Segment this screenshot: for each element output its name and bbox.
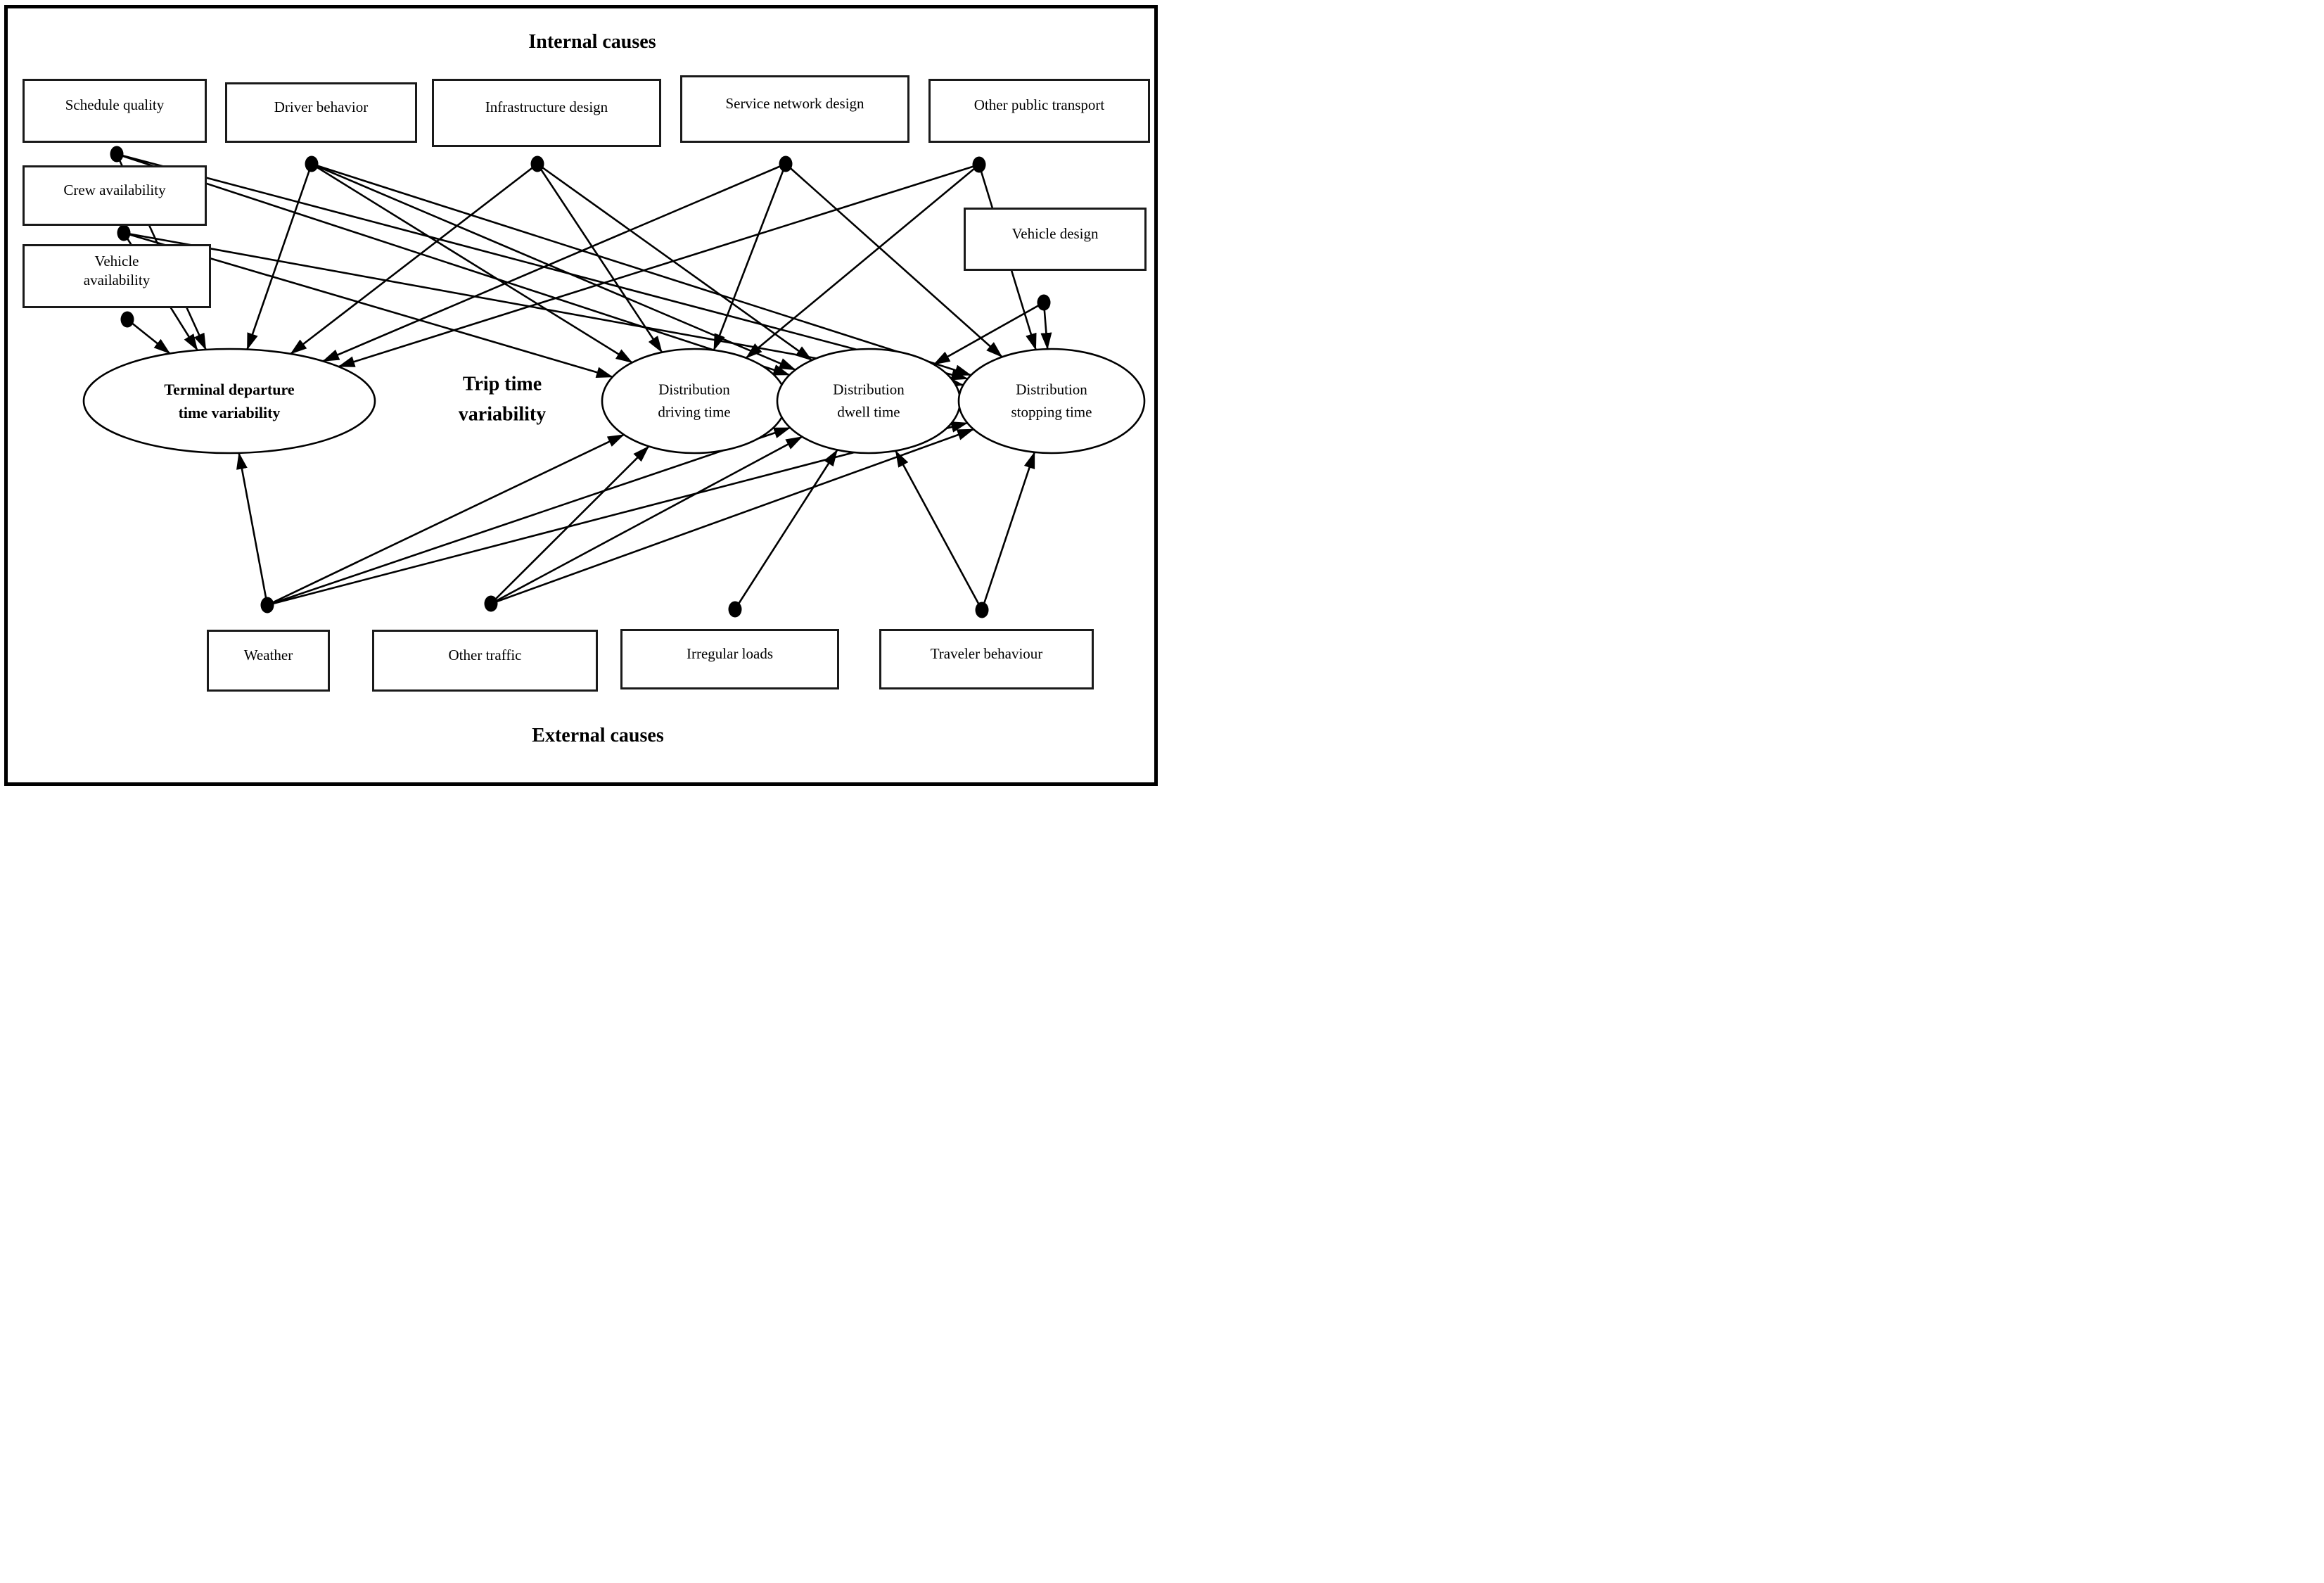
edge-traveler-dwell: [895, 450, 983, 611]
edge-weather-stopping: [267, 421, 969, 606]
edge-otherTraffic-stopping: [490, 428, 975, 605]
ellipse-stopping: [957, 348, 1146, 454]
edge-weather-dwell: [267, 426, 791, 606]
trip-time-variability-label: Trip time variability: [459, 369, 546, 431]
label-line: stopping time: [1011, 403, 1092, 420]
box-other-traffic: Other traffic: [372, 630, 598, 692]
edges-layer: [115, 153, 1052, 611]
source-dots: [110, 146, 1051, 618]
dot-driver: [305, 155, 319, 172]
box-weather: Weather: [207, 630, 330, 692]
edge-service-terminal: [322, 163, 786, 362]
figure-frame: [4, 5, 1158, 786]
label-line: Trip time: [462, 373, 542, 395]
edge-weather-terminal: [236, 452, 269, 606]
edge-infra-dwell: [537, 163, 812, 362]
label-line: Distribution: [658, 381, 730, 398]
edge-service-stopping: [785, 163, 1003, 358]
ellipse-label-driving-time: Distribution driving time: [658, 379, 730, 424]
box-traveler-behaviour: Traveler behaviour: [879, 629, 1094, 689]
diagram-canvas: [82, 146, 1146, 618]
box-schedule-quality: Schedule quality: [23, 79, 207, 143]
box-crew-availability: Crew availability: [23, 165, 207, 226]
edge-weather-driving: [267, 433, 625, 606]
external-causes-title: External causes: [532, 725, 664, 746]
label-line: dwell time: [837, 403, 900, 420]
ellipse-label-dwell-time: Distribution dwell time: [833, 379, 905, 424]
edge-driver-terminal: [246, 163, 313, 350]
label-line: Distribution: [1016, 381, 1087, 398]
box-other-public-transport: Other public transport: [928, 79, 1150, 143]
dot-opt: [972, 156, 986, 173]
box-vehicle-availability: Vehicle availability: [23, 244, 211, 308]
edge-service-driving: [713, 163, 787, 351]
edge-vehicleAvail-terminal: [127, 318, 171, 355]
box-driver-behavior: Driver behavior: [225, 82, 417, 143]
edge-driver-driving: [311, 163, 633, 364]
edge-traveler-stopping: [981, 451, 1036, 611]
box-irregular-loads: Irregular loads: [620, 629, 839, 689]
dot-weather: [260, 597, 274, 614]
dot-otherTraffic: [484, 595, 498, 612]
edge-opt-driving: [745, 163, 980, 359]
dot-vehicleDesign: [1037, 294, 1051, 311]
edge-otherTraffic-dwell: [490, 436, 803, 605]
dot-vehicleAvail: [120, 311, 134, 328]
ellipse-terminal: [82, 348, 376, 454]
edge-driver-stopping: [311, 163, 972, 376]
dot-crew: [117, 224, 131, 241]
edge-otherTraffic-driving: [490, 445, 650, 604]
diagram-figure: Internal causes External causes Schedule…: [0, 0, 1162, 792]
internal-causes-title: Internal causes: [528, 31, 656, 53]
edge-schedule-dwell: [116, 153, 791, 376]
dot-irregularLoads: [728, 601, 742, 618]
ellipse-label-terminal-departure: Terminal departure time variability: [164, 378, 294, 424]
edge-opt-terminal: [338, 163, 980, 368]
dot-traveler: [975, 602, 989, 618]
box-service-network-design: Service network design: [680, 75, 909, 143]
dot-service: [779, 155, 793, 172]
label-line: variability: [458, 404, 547, 426]
label-line: time variability: [178, 404, 281, 421]
box-vehicle-design: Vehicle design: [964, 208, 1147, 271]
edge-schedule-stopping: [116, 153, 969, 381]
label-line: Distribution: [833, 381, 905, 398]
edge-vehicleDesign-dwell: [933, 301, 1045, 366]
dot-schedule: [110, 146, 124, 163]
edge-infra-terminal: [290, 163, 538, 355]
edge-infra-driving: [536, 163, 663, 353]
ellipse-label-stopping-time: Distribution stopping time: [1011, 379, 1092, 424]
label-line: Terminal departure: [164, 381, 295, 398]
edge-irregularLoads-dwell: [734, 449, 838, 610]
latent-ellipses: [82, 348, 1146, 454]
dot-infra: [530, 155, 544, 172]
box-infrastructure-design: Infrastructure design: [432, 79, 661, 147]
label-line: driving time: [658, 403, 731, 420]
